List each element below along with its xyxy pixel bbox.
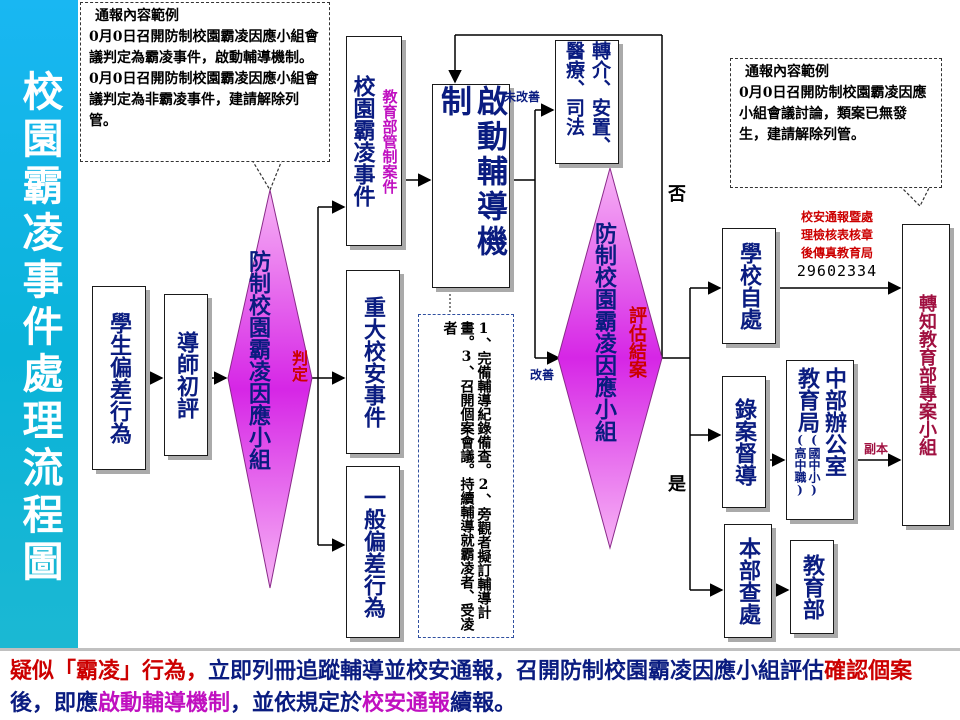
page-title: 校園霸凌事件處理流程圖 (15, 69, 63, 587)
counseling-label: 啟動輔導機制 (435, 85, 507, 260)
bottom-bar (0, 648, 960, 720)
mentor-review-label: 導師初評 (173, 331, 199, 419)
referral-label: 轉介、安置、醫療、司法 (563, 41, 611, 155)
bottom-s7: 啟動輔導機制 (98, 690, 231, 716)
ministry-label: 教育部 (799, 554, 825, 620)
forward-label: 轉知教育部專案小組 (916, 294, 937, 456)
node-supervision: 錄案督導 (722, 376, 766, 508)
label-improved: 改善 (530, 368, 555, 382)
major-incident-label: 重大校安事件 (360, 296, 386, 428)
committee-diamond-left (227, 189, 313, 589)
note-left-line1: 0月0日召開防制校園霸凌因應小組會議判定為霸凌事件，啟動輔導機制。 (89, 29, 319, 66)
committee-diamond-right (557, 166, 663, 550)
node-ministry: 教育部 (790, 540, 834, 634)
connector-layer (148, 34, 931, 597)
bullying-case-sub-label: 教育部管制案件 (380, 88, 399, 194)
node-school-handle: 學校自處 (722, 228, 776, 344)
fax-note-line1: 校安通報暨處 (800, 210, 873, 224)
label-no: 否 (668, 184, 686, 205)
bottom-s6: 後，即應 (10, 690, 99, 716)
committee-right-label: 防制校園霸凌因應小組 (591, 222, 617, 442)
note-left-line2: 0月0日召開防制校園霸凌因應小組會議判定為非霸凌事件，建請解除列管。 (89, 71, 319, 129)
fax-number: 29602334 (796, 262, 878, 280)
counseling-note-text: 1、完備輔導紀錄備查。2、旁觀者擬訂輔導計畫。3、召開個案會議。持續輔導就霸凌者… (441, 321, 492, 631)
counseling-note: 1、完備輔導紀錄備查。2、旁觀者擬訂輔導計畫。3、召開個案會議。持續輔導就霸凌者… (418, 314, 514, 638)
bottom-s10: 續報 (450, 690, 495, 716)
label-not-improved: 未改善 (504, 90, 541, 104)
bottom-s9: 校安通報 (362, 690, 451, 716)
node-counseling: 啟動輔導機制 (432, 84, 510, 288)
bullying-case-label: 校園霸凌事件 (349, 75, 376, 207)
label-yes: 是 (668, 474, 686, 495)
node-student-behavior: 學生偏差行為 (92, 286, 146, 470)
education-bureau-label: 教育局 (794, 367, 820, 433)
committee-right-tag: 評估結案 (626, 306, 647, 378)
bottom-s4: 召開防制校園霸凌因應小組評估 (516, 658, 825, 684)
bottom-s11: 。 (494, 690, 517, 716)
note-right-line1: 0月0日召開防制校園霸凌因應小組會議討論，類案已無發生，建請解除列管。 (739, 85, 927, 143)
central-office-label: 中部辦公室 (821, 367, 847, 477)
education-bureau-junior: (國中小) (807, 433, 821, 497)
note-right-heading: 通報內容範例 (745, 64, 829, 80)
bottom-s2: 立即 (208, 658, 253, 684)
node-mentor-review: 導師初評 (164, 294, 208, 456)
node-ministry-review: 本部查處 (724, 524, 772, 638)
note-left-heading: 通報內容範例 (95, 8, 179, 24)
education-bureau-senior: (高中職) (793, 433, 807, 497)
node-bullying-case: 校園霸凌事件 教育部管制案件 (346, 36, 402, 246)
general-behavior-label: 一般偏差行為 (360, 486, 386, 618)
bottom-s5: 確認個案 (824, 658, 913, 684)
node-central-office: 中部辦公室 教育局 (國中小) (高中職) (786, 360, 854, 520)
fax-note: 校安通報暨處 理檢核表核章 後傳真教育局 29602334 (782, 208, 892, 280)
bottom-s8: ，並依規定於 (230, 690, 363, 716)
fax-note-line3: 後傳真教育局 (800, 246, 873, 260)
node-referral: 轉介、安置、醫療、司法 (555, 40, 619, 164)
fax-note-line2: 理檢核表核章 (800, 228, 873, 242)
supervision-label: 錄案督導 (731, 398, 757, 486)
node-general-behavior: 一般偏差行為 (346, 466, 400, 638)
label-copy: 副本 (864, 442, 889, 456)
bottom-s3: 列冊追蹤輔導並校安通報， (252, 658, 517, 684)
committee-left-tag: 判定 (289, 350, 308, 382)
student-behavior-label: 學生偏差行為 (106, 312, 132, 444)
node-major-incident: 重大校安事件 (346, 270, 400, 454)
ministry-review-label: 本部查處 (735, 537, 761, 625)
note-example-right: 通報內容範例 0月0日召開防制校園霸凌因應小組會議討論，類案已無發生，建請解除列… (730, 58, 942, 188)
bottom-instruction: 疑似「霸凌」行為，立即列冊追蹤輔導並校安通報，召開防制校園霸凌因應小組評估確認個… (10, 655, 950, 719)
committee-left-label: 防制校園霸凌因應小組 (245, 250, 271, 470)
school-handle-label: 學校自處 (736, 242, 762, 330)
node-forward: 轉知教育部專案小組 (902, 224, 950, 526)
sidebar (0, 0, 78, 648)
note-example-left: 通報內容範例 0月0日召開防制校園霸凌因應小組會議判定為霸凌事件，啟動輔導機制。… (80, 2, 330, 162)
bottom-s1: 疑似「霸凌」行為， (10, 658, 209, 684)
